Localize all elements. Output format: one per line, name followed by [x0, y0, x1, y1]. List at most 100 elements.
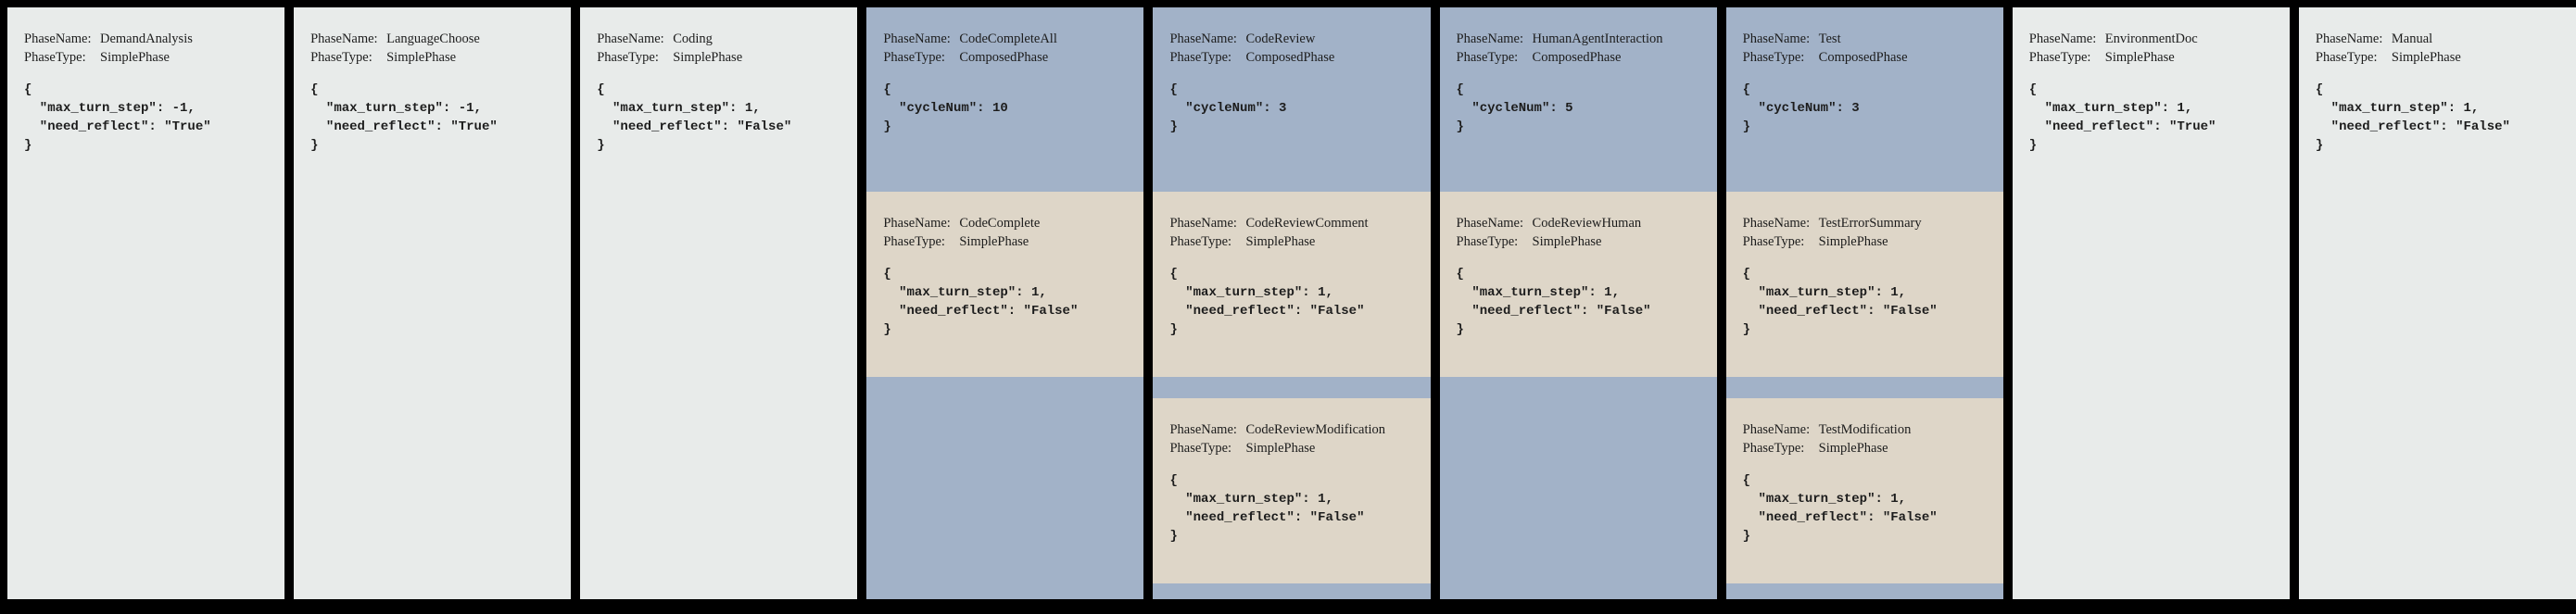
- phase-name-value: TestModification: [1818, 422, 1912, 437]
- phase-config-json: { "max_turn_step": 1, "need_reflect": "F…: [883, 267, 1079, 337]
- phase-type-row: PhaseType:SimplePhase: [1743, 439, 1994, 457]
- phase-name-row: PhaseName: EnvironmentDoc: [2029, 30, 2280, 48]
- phase-name-label: PhaseName:: [24, 31, 92, 46]
- phase-type-value: SimplePhase: [1818, 441, 1888, 456]
- phase-type-row: PhaseType:SimplePhase: [883, 232, 1134, 251]
- phase-header: PhaseName:Test PhaseType:ComposedPhase {…: [1726, 7, 2003, 192]
- phase-type-label: PhaseType:: [24, 50, 86, 65]
- phase-name-row: PhaseName:DemandAnalysis: [24, 30, 275, 48]
- phase-header: PhaseName:CodeReview PhaseType:ComposedP…: [1153, 7, 1430, 192]
- phase-header: PhaseName: Manual PhaseType: SimplePhase {…: [2299, 7, 2576, 155]
- phase-type-value: SimplePhase: [2104, 50, 2175, 65]
- phase-type-value: SimplePhase: [1818, 234, 1888, 249]
- phase-name-row: PhaseName:Coding: [597, 30, 848, 48]
- phase-card-language-choose: PhaseName: LanguageChoose PhaseType: Simpl…: [294, 7, 572, 599]
- phase-card-manual: PhaseName: Manual PhaseType: SimplePhase {…: [2298, 7, 2576, 599]
- phase-name-label: PhaseName:: [1742, 31, 1811, 46]
- phase-name-row: PhaseName: Manual: [2316, 30, 2567, 48]
- phase-type-value: ComposedPhase: [959, 50, 1049, 65]
- phase-name-value: CodeComplete: [959, 216, 1041, 231]
- phase-type-row: PhaseType:SimplePhase: [597, 48, 848, 67]
- phase-name-value: CodeReviewComment: [1245, 216, 1369, 231]
- phase-name-row: PhaseName:Test: [1743, 30, 1994, 48]
- phase-config-json: { "max_turn_step": -1, "need_reflect": "…: [24, 82, 211, 153]
- phase-name-row: PhaseName: HumanAgentInteraction: [1457, 30, 1708, 48]
- phase-type-label: PhaseType:: [1169, 50, 1232, 65]
- phase-config-json: { "max_turn_step": 1, "need_reflect": "F…: [2315, 82, 2510, 153]
- phase-name-label: PhaseName:: [2028, 31, 2097, 46]
- phase-card-environment-doc: PhaseName: EnvironmentDoc PhaseType: Simpl…: [2012, 7, 2290, 599]
- phase-type-label: PhaseType:: [1169, 441, 1232, 456]
- phase-config-json: { "max_turn_step": 1, "need_reflect": "F…: [1742, 267, 1938, 337]
- subphase-card-code-review-comment: PhaseName: CodeReviewComment PhaseType: Si…: [1153, 192, 1431, 377]
- phase-header: PhaseName: CodeCompleteAll PhaseType: Comp…: [866, 7, 1143, 192]
- phase-type-row: PhaseType: SimplePhase: [2029, 48, 2280, 67]
- phase-name-value: CodeReviewModification: [1245, 422, 1386, 437]
- phase-name-label: PhaseName:: [1169, 422, 1237, 437]
- phase-type-label: PhaseType:: [1456, 50, 1519, 65]
- phase-chain-board: PhaseName:DemandAnalysis PhaseType: Simpl…: [7, 7, 2576, 599]
- phase-type-row: PhaseType: SimplePhase: [1169, 439, 1421, 457]
- phase-type-label: PhaseType:: [310, 50, 373, 65]
- subphase-card-test-modification: PhaseName: TestModification PhaseType:Sim…: [1725, 398, 2003, 583]
- phase-name-row: PhaseName: CodeReviewHuman: [1457, 214, 1708, 232]
- subphase-card-code-review-human: PhaseName: CodeReviewHuman PhaseType:Simp…: [1439, 192, 1717, 377]
- phase-name-label: PhaseName:: [1456, 216, 1524, 231]
- phase-name-value: CodeCompleteAll: [959, 31, 1057, 46]
- phase-name-row: PhaseName: TestModification: [1743, 420, 1994, 439]
- subphase-card-test-error-summary: PhaseName: TestErrorSummary PhaseType:Sim…: [1725, 192, 2003, 377]
- phase-name-value: HumanAgentInteraction: [1532, 31, 1663, 46]
- phase-name-label: PhaseName:: [1169, 31, 1237, 46]
- subphase-card-code-complete: PhaseName: CodeComplete PhaseType:SimpleP…: [866, 192, 1144, 377]
- phase-type-row: PhaseType:SimplePhase: [1457, 232, 1708, 251]
- phase-type-value: SimplePhase: [100, 50, 170, 65]
- phase-name-row: PhaseName: LanguageChoose: [310, 30, 562, 48]
- phase-config-json: { "max_turn_step": 1, "need_reflect": "T…: [2028, 82, 2216, 153]
- phase-type-row: PhaseType: SimplePhase: [2316, 48, 2567, 67]
- phase-name-value: CodeReview: [1245, 31, 1316, 46]
- phase-type-row: PhaseType: SimplePhase: [1169, 232, 1421, 251]
- phase-name-label: PhaseName:: [2315, 31, 2383, 46]
- phase-type-label: PhaseType:: [2028, 50, 2091, 65]
- phase-type-row: PhaseType: SimplePhase: [310, 48, 562, 67]
- phase-name-value: Manual: [2391, 31, 2433, 46]
- phase-type-label: PhaseType:: [883, 50, 945, 65]
- phase-config-json: { "max_turn_step": 1, "need_reflect": "F…: [597, 82, 792, 153]
- phase-name-row: PhaseName: CodeReviewModification: [1169, 420, 1421, 439]
- phase-name-label: PhaseName:: [1169, 216, 1237, 231]
- phase-type-value: SimplePhase: [2391, 50, 2461, 65]
- phase-name-value: CodeReviewHuman: [1532, 216, 1642, 231]
- phase-type-label: PhaseType:: [1742, 50, 1805, 65]
- phase-name-label: PhaseName:: [1742, 216, 1811, 231]
- phase-config-json: { "cycleNum": 3 }: [1169, 82, 1287, 134]
- phase-card-code-review: PhaseName:CodeReview PhaseType:ComposedP…: [1153, 7, 1431, 599]
- phase-name-label: PhaseName:: [883, 31, 951, 46]
- phase-type-label: PhaseType:: [1169, 234, 1232, 249]
- phase-type-label: PhaseType:: [597, 50, 659, 65]
- phase-name-value: TestErrorSummary: [1818, 216, 1922, 231]
- phase-type-value: SimplePhase: [386, 50, 457, 65]
- phase-header: PhaseName:Coding PhaseType:SimplePhase {…: [580, 7, 857, 155]
- phase-type-row: PhaseType:SimplePhase: [1743, 232, 1994, 251]
- phase-config-json: { "cycleNum": 5 }: [1456, 82, 1573, 134]
- phase-type-label: PhaseType:: [883, 234, 945, 249]
- phase-type-label: PhaseType:: [1456, 234, 1519, 249]
- phase-card-human-agent-interaction: PhaseName: HumanAgentInteraction PhaseTyp…: [1439, 7, 1717, 599]
- phase-name-value: LanguageChoose: [386, 31, 480, 46]
- phase-type-value: SimplePhase: [1245, 441, 1316, 456]
- phase-type-value: SimplePhase: [1245, 234, 1316, 249]
- phase-config-json: { "max_turn_step": -1, "need_reflect": "…: [310, 82, 498, 153]
- phase-type-label: PhaseType:: [2315, 50, 2378, 65]
- phase-name-row: PhaseName: CodeComplete: [883, 214, 1134, 232]
- phase-name-row: PhaseName: TestErrorSummary: [1743, 214, 1994, 232]
- phase-name-label: PhaseName:: [1742, 422, 1811, 437]
- phase-config-json: { "max_turn_step": 1, "need_reflect": "F…: [1742, 473, 1938, 544]
- phase-name-value: EnvironmentDoc: [2104, 31, 2198, 46]
- phase-config-json: { "max_turn_step": 1, "need_reflect": "F…: [1456, 267, 1651, 337]
- phase-name-label: PhaseName:: [1456, 31, 1524, 46]
- phase-header: PhaseName: HumanAgentInteraction PhaseTyp…: [1440, 7, 1717, 192]
- phase-type-value: ComposedPhase: [1532, 50, 1622, 65]
- phase-name-label: PhaseName:: [883, 216, 951, 231]
- phase-type-row: PhaseType: ComposedPhase: [1457, 48, 1708, 67]
- phase-name-label: PhaseName:: [310, 31, 378, 46]
